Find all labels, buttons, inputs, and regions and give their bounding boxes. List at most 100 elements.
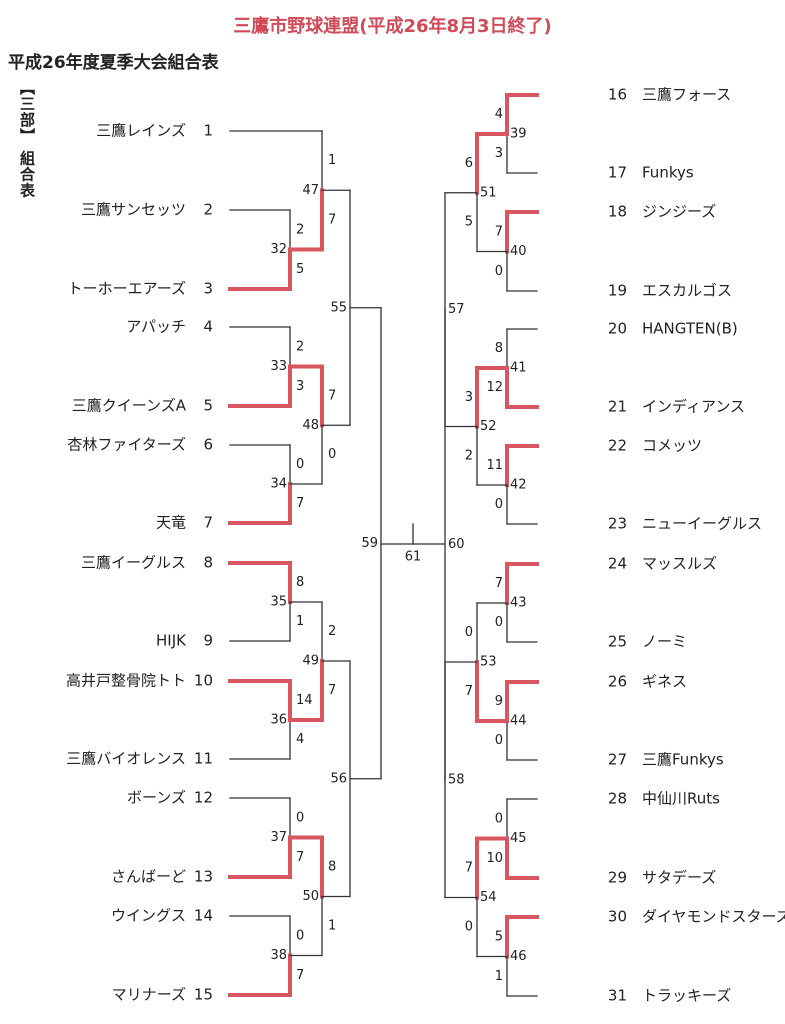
game-number: 49 [302,654,319,669]
page-title: 三鷹市野球連盟(平成26年8月3日終了) [233,16,552,37]
team-name: Funkys [642,164,694,182]
score-label: 7 [328,212,336,227]
game-number: 44 [510,714,527,729]
team-name: 三鷹バイオレンス [66,750,186,768]
score-label: 3 [296,379,304,394]
team-name: 三鷹レインズ [96,122,186,140]
game-number: 37 [270,830,287,845]
score-label: 7 [465,861,473,876]
team-name: ギネス [642,673,687,691]
score-label: 0 [495,615,503,630]
game-number: 45 [510,831,527,846]
score-label: 7 [465,684,473,699]
team-name: エスカルゴス [642,282,732,300]
team-name: アパッチ [126,318,186,336]
game-number: 61 [405,549,422,564]
team-number: 29 [608,869,627,887]
team-name: ジンジーズ [642,203,716,221]
score-label: 7 [328,683,336,698]
game-number: 50 [302,889,319,904]
score-label: 0 [328,447,336,462]
score-label: 1 [328,153,336,168]
game-number: 53 [480,655,497,670]
score-label: 2 [465,448,473,463]
game-number: 43 [510,596,527,611]
score-label: 7 [495,576,503,591]
team-name: 天竜 [156,514,186,532]
game-number: 54 [480,890,497,905]
team-number: 14 [194,907,213,925]
team-number: 28 [608,790,627,808]
team-name: サタデーズ [642,869,716,887]
team-number: 4 [203,318,213,336]
score-label: 11 [486,458,503,473]
game-number: 55 [330,300,347,315]
score-label: 0 [495,733,503,748]
game-number: 32 [270,242,287,257]
team-number: 3 [203,280,213,298]
game-number: 56 [330,771,347,786]
team-number: 27 [608,751,627,769]
score-label: 8 [328,860,336,875]
team-number: 6 [203,436,213,454]
team-name: ニューイーグルス [642,515,762,533]
team-name: 杏林ファイターズ [67,436,186,454]
score-label: 5 [465,215,473,230]
team-number: 10 [194,672,213,690]
score-label: 9 [495,694,503,709]
team-number: 18 [608,203,627,221]
team-number: 16 [608,86,627,104]
game-number: 52 [480,419,497,434]
team-number: 8 [203,554,213,572]
team-number: 12 [194,789,213,807]
team-number: 7 [203,514,213,532]
page-subtitle: 平成26年度夏季大会組合表 [8,53,219,73]
team-name: マッスルズ [642,555,717,573]
team-number: 17 [608,164,627,182]
team-name: HIJK [156,632,187,650]
game-number: 35 [270,595,287,610]
score-label: 0 [296,457,304,472]
game-number: 39 [510,127,527,142]
score-label: 0 [465,625,473,640]
game-number: 60 [448,537,465,552]
game-number: 47 [302,183,319,198]
score-label: 0 [296,928,304,943]
game-number: 40 [510,244,527,259]
score-label: 3 [465,390,473,405]
score-label: 5 [296,262,304,277]
team-name: HANGTEN(B) [642,320,738,338]
team-name: 高井戸整骨院トト [66,672,186,690]
score-label: 8 [296,575,304,590]
team-number: 20 [608,320,627,338]
team-name: 中仙川Ruts [642,790,720,808]
team-number: 21 [608,398,627,416]
score-label: 7 [296,850,304,865]
game-number: 51 [480,185,497,200]
team-name: ノーミ [642,633,687,651]
team-number: 1 [203,122,213,140]
score-label: 0 [495,497,503,512]
team-number: 24 [608,555,627,573]
score-label: 5 [495,929,503,944]
team-name: 三鷹クイーンズA [72,397,187,415]
game-number: 59 [361,536,378,551]
score-label: 2 [296,339,304,354]
team-name: トラッキーズ [642,987,731,1005]
score-label: 6 [465,156,473,171]
team-name: インディアンス [642,398,745,416]
game-number: 46 [510,949,527,964]
game-number: 58 [448,772,465,787]
game-number: 48 [302,418,319,433]
game-number: 42 [510,478,527,493]
team-name: 三鷹サンセッツ [81,201,186,219]
team-name: ボーンズ [127,789,186,807]
game-number: 34 [270,477,287,492]
team-number: 22 [608,437,627,455]
score-label: 2 [328,624,336,639]
team-number: 26 [608,673,627,691]
score-label: 1 [296,614,304,629]
team-number: 2 [203,201,213,219]
team-number: 23 [608,515,627,533]
